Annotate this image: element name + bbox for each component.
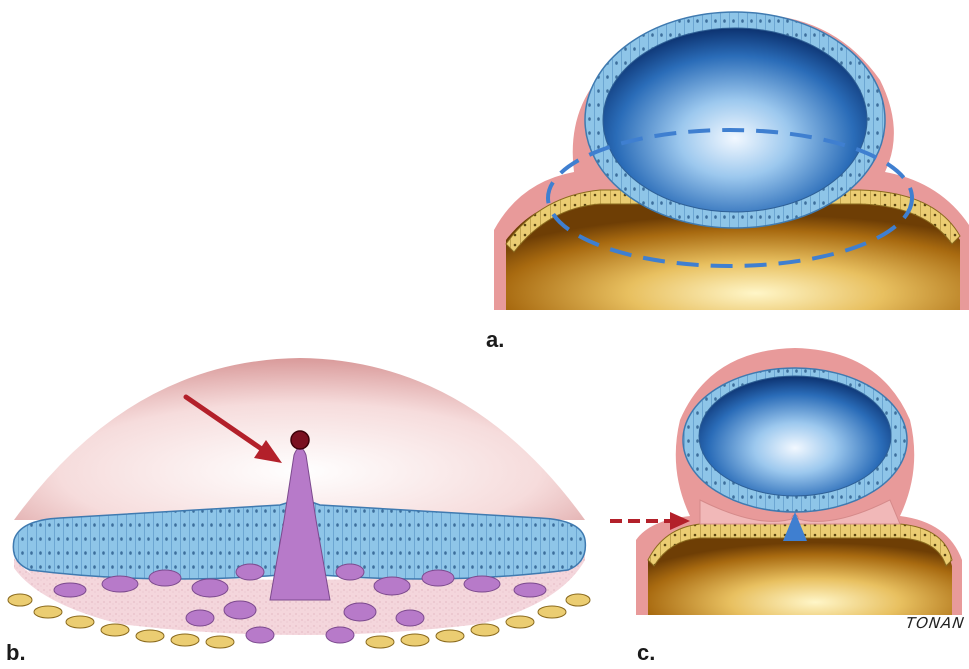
panel-b-primitive-node bbox=[291, 431, 309, 449]
panel-c-amniotic-cavity bbox=[699, 376, 891, 496]
panel-a-amniotic-cavity bbox=[603, 28, 867, 212]
panel-b-label: b. bbox=[6, 640, 26, 665]
panel-c-label: c. bbox=[637, 640, 655, 665]
panel-a-label: a. bbox=[486, 327, 504, 352]
panel-c-diagram bbox=[610, 348, 962, 615]
panel-c-yolk-sac bbox=[648, 530, 952, 615]
artist-signature: TONAN bbox=[905, 614, 966, 632]
panel-b-diagram bbox=[8, 358, 590, 648]
panel-a-diagram bbox=[494, 12, 969, 310]
